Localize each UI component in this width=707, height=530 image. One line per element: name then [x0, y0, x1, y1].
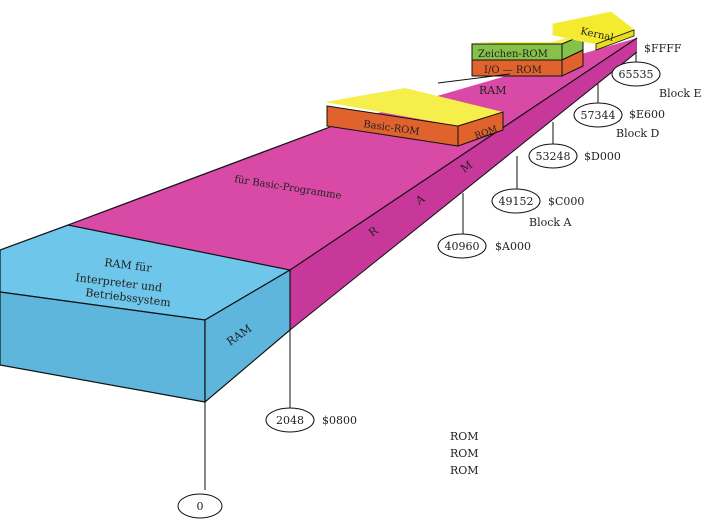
stray-rom-3: ROM — [450, 464, 479, 477]
marker-bubble — [177, 493, 223, 519]
marker-bubble — [528, 143, 578, 169]
leader-ram-upper — [437, 73, 511, 84]
ram-basic-side-face — [290, 38, 637, 330]
marker-bubble — [573, 102, 623, 128]
marker-hex: $A000 — [495, 240, 531, 253]
kernal-side-face — [595, 29, 635, 51]
marker-hex: $D000 — [584, 150, 621, 163]
ram-basic-top-face — [68, 38, 637, 270]
marker-decimal: 53248 — [536, 150, 571, 163]
marker-40960: 40960 $A000 — [437, 233, 531, 259]
marker-decimal: 49152 — [499, 195, 534, 208]
marker-hex: $FFFF — [644, 42, 682, 55]
marker-bubble — [265, 407, 315, 433]
marker-bubble — [611, 61, 661, 87]
ram-os-label-line1: RAM für — [104, 256, 153, 275]
marker-53248: 53248 $D000 — [528, 143, 621, 169]
marker-bubble — [491, 188, 541, 214]
ram-upper-label: RAM — [479, 84, 507, 97]
marker-decimal: 57344 — [581, 109, 616, 122]
basic-rom-side-face — [457, 111, 504, 147]
io-rom-label: I/O — ROM — [484, 65, 542, 76]
block-a-label: Block A — [529, 216, 573, 229]
marker-2048: 2048 $0800 — [265, 407, 357, 433]
marker-decimal: 65535 — [619, 68, 654, 81]
ram-basic-front-edge — [289, 37, 638, 271]
marker-decimal: 40960 — [445, 240, 480, 253]
marker-0: 0 — [177, 493, 223, 519]
marker-decimal: 2048 — [276, 414, 304, 427]
stray-rom-1: ROM — [450, 430, 479, 443]
marker-hex: $0800 — [322, 414, 357, 427]
marker-hex: $E600 — [629, 108, 665, 121]
block-e-label: Block E — [659, 87, 702, 100]
marker-hex: $C000 — [548, 195, 584, 208]
marker-65535: 65535 $FFFF — [611, 42, 682, 87]
basic-rom-top-face — [325, 88, 503, 126]
ram-basic-bottom-edge — [289, 51, 638, 331]
io-rom-side-face — [561, 49, 584, 77]
marker-57344: 57344 $E600 — [573, 102, 665, 128]
marker-decimal: 0 — [197, 500, 204, 513]
zeichen-rom-label: Zeichen-ROM — [478, 49, 548, 60]
marker-bubble — [437, 233, 487, 259]
marker-49152: 49152 $C000 — [491, 188, 584, 214]
stray-rom-2: ROM — [450, 447, 479, 460]
block-d-label: Block D — [616, 127, 660, 140]
ram-basic-top-edge — [67, 126, 331, 226]
